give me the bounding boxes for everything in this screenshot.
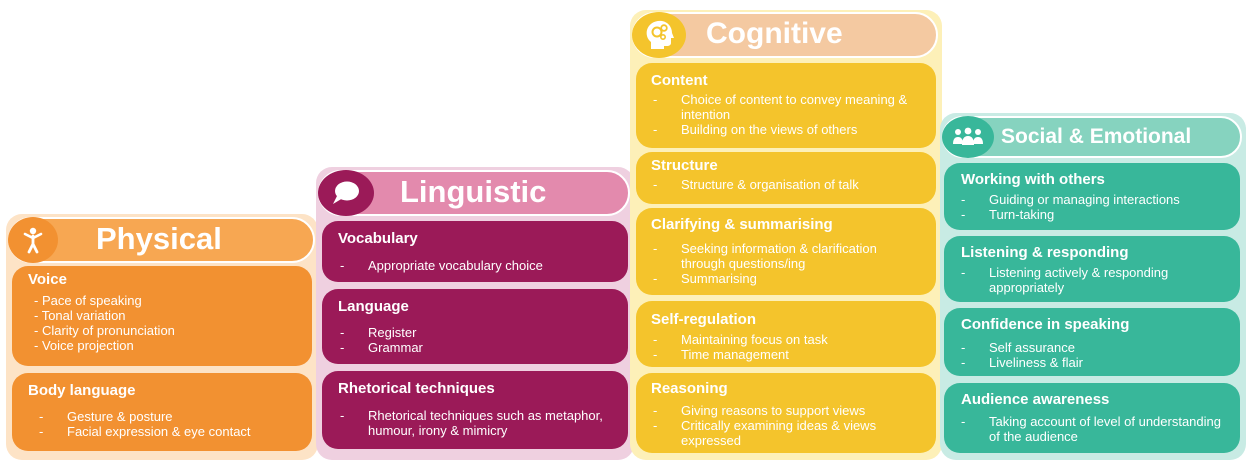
card-heading: Rhetorical techniques	[338, 380, 495, 397]
list-item: -Structure & organisation of talk	[653, 177, 859, 192]
head-gears-icon	[632, 12, 686, 58]
card-heading: Voice	[28, 271, 67, 288]
list-item: - Pace of speaking	[34, 293, 142, 308]
list-item: - Voice projection	[34, 338, 134, 353]
cognitive-header: Cognitive	[632, 12, 938, 58]
linguistic-card-vocabulary: Vocabulary -Appropriate vocabulary choic…	[322, 221, 628, 282]
linguistic-title: Linguistic	[400, 174, 547, 209]
list-item: -Critically examining ideas & views expr…	[653, 418, 877, 448]
list-item: -Guiding or managing interactions	[961, 192, 1180, 207]
list-item: -Summarising	[653, 271, 757, 286]
speech-bubble-icon	[318, 170, 374, 216]
list-item: -Maintaining focus on task	[653, 332, 828, 347]
list-item: -Appropriate vocabulary choice	[340, 258, 543, 273]
list-item: - Tonal variation	[34, 308, 126, 323]
list-item: -Rhetorical techniques such as metaphor,…	[340, 408, 603, 438]
group-icon	[942, 116, 994, 158]
list-item: -Liveliness & flair	[961, 355, 1083, 370]
physical-card-voice: Voice - Pace of speaking - Tonal variati…	[12, 266, 312, 366]
social-card-confidence: Confidence in speaking -Self assurance -…	[944, 308, 1240, 376]
physical-title: Physical	[96, 221, 222, 256]
social-card-audience: Audience awareness -Taking account of le…	[944, 383, 1240, 453]
social-card-working: Working with others -Guiding or managing…	[944, 163, 1240, 230]
linguistic-header: Linguistic	[318, 170, 630, 216]
physical-card-body-language: Body language -Gesture & posture -Facial…	[12, 373, 312, 451]
social-title: Social & Emotional	[1001, 125, 1192, 148]
list-item: -Facial expression & eye contact	[39, 424, 251, 439]
cognitive-card-clarifying: Clarifying & summarising -Seeking inform…	[636, 208, 936, 295]
card-heading: Reasoning	[651, 380, 728, 397]
card-heading: Structure	[651, 157, 718, 174]
list-item: -Giving reasons to support views	[653, 403, 866, 418]
list-item: -Time management	[653, 347, 789, 362]
list-item: -Turn-taking	[961, 207, 1055, 222]
card-heading: Language	[338, 298, 409, 315]
cognitive-card-structure: Structure -Structure & organisation of t…	[636, 152, 936, 204]
list-item: -Grammar	[340, 340, 423, 355]
list-item: -Seeking information & clarification thr…	[653, 241, 877, 271]
cognitive-card-reasoning: Reasoning -Giving reasons to support vie…	[636, 373, 936, 453]
card-heading: Working with others	[961, 171, 1105, 188]
physical-header: Physical	[8, 217, 315, 263]
card-heading: Listening & responding	[961, 244, 1129, 261]
cognitive-card-self-regulation: Self-regulation -Maintaining focus on ta…	[636, 301, 936, 367]
card-heading: Vocabulary	[338, 230, 418, 247]
person-icon	[8, 217, 58, 263]
cognitive-card-content: Content -Choice of content to convey mea…	[636, 63, 936, 148]
card-heading: Self-regulation	[651, 311, 757, 328]
list-item: -Choice of content to convey meaning & i…	[653, 92, 908, 122]
social-card-listening: Listening & responding -Listening active…	[944, 236, 1240, 302]
card-heading: Clarifying & summarising	[651, 216, 833, 233]
list-item: -Listening actively & responding appropr…	[961, 265, 1169, 295]
card-heading: Content	[651, 72, 708, 89]
card-heading: Confidence in speaking	[961, 316, 1130, 333]
list-item: -Gesture & posture	[39, 409, 173, 424]
list-item: -Taking account of level of understandin…	[961, 414, 1221, 444]
linguistic-card-language: Language -Register -Grammar	[322, 289, 628, 364]
cognitive-title: Cognitive	[706, 17, 843, 50]
card-heading: Body language	[28, 382, 136, 399]
list-item: -Register	[340, 325, 417, 340]
list-item: -Building on the views of others	[653, 122, 858, 137]
social-header: Social & Emotional	[942, 116, 1242, 158]
list-item: -Self assurance	[961, 340, 1075, 355]
list-item: - Clarity of pronunciation	[34, 323, 175, 338]
card-heading: Audience awareness	[961, 391, 1110, 408]
linguistic-card-rhetorical: Rhetorical techniques -Rhetorical techni…	[322, 371, 628, 449]
